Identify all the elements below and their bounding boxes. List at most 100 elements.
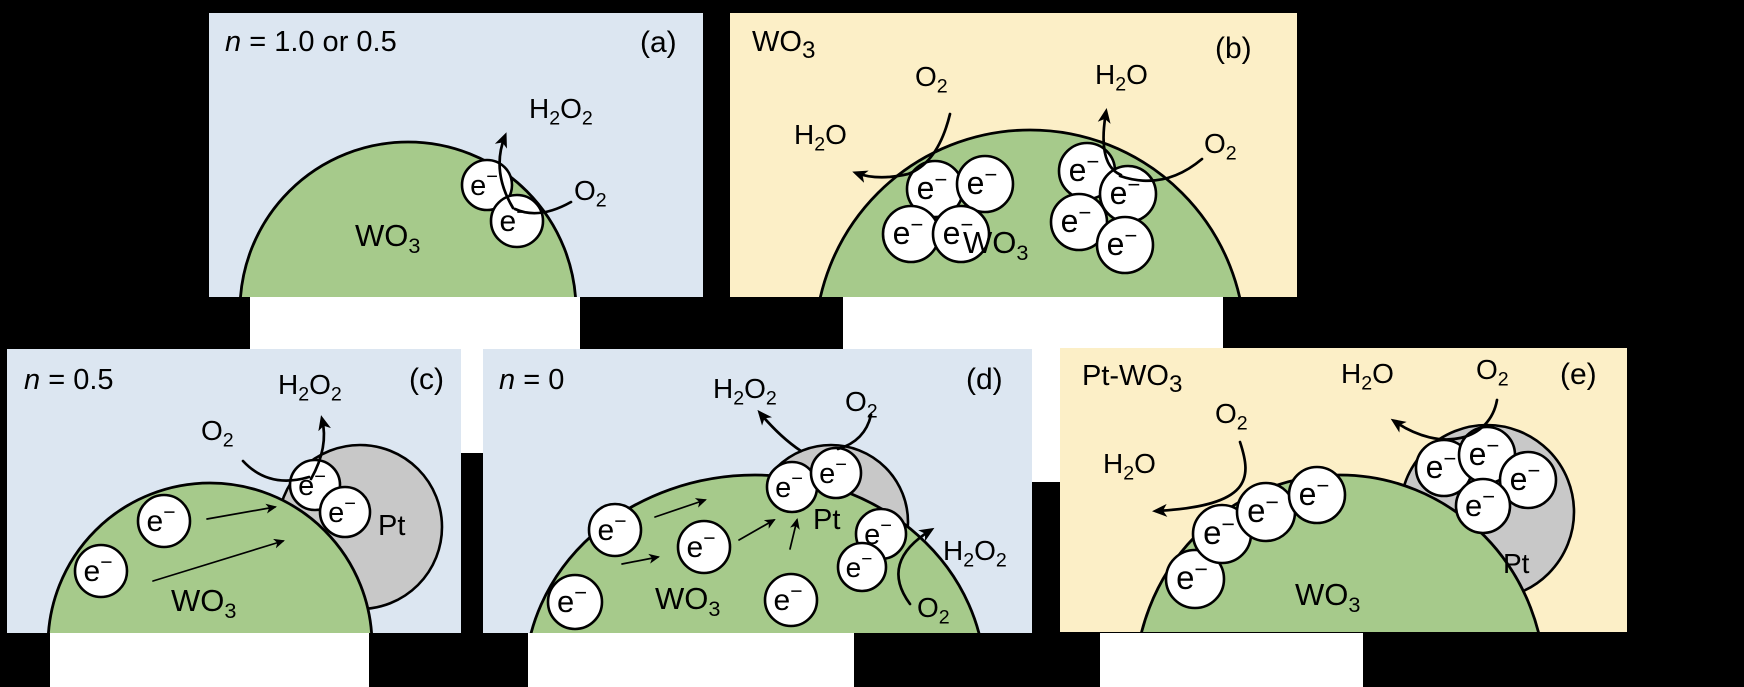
panel-a-tag: (a) [640, 26, 677, 59]
surface-to-h2o-right-arrow [1097, 108, 1123, 177]
o2-to-h2o2-right-arrow [897, 527, 935, 606]
wo3-label: WO3 [655, 581, 721, 622]
background-patch [50, 633, 369, 687]
electron: e− [881, 204, 941, 264]
electron-transfer-arrow [152, 538, 285, 582]
o2-left-label: O2 [1215, 398, 1248, 435]
electron: e− [1454, 477, 1512, 535]
wo3-label: WO3 [355, 218, 421, 259]
surface-to-h2o2-arrow [309, 415, 331, 481]
electron: e− [1235, 481, 1297, 543]
svg-text:e−: e− [598, 510, 627, 547]
svg-text:e−: e− [557, 580, 587, 619]
h2o2-top-label: H2O2 [713, 373, 777, 410]
background-patch [528, 633, 854, 687]
panel-c-title-variable: n [24, 364, 41, 396]
electron: e− [1095, 215, 1155, 275]
electron: e− [1498, 450, 1558, 510]
electron: e− [955, 154, 1015, 214]
h2o-right-label: H2O [1341, 358, 1394, 395]
wo3-label: WO3 [1295, 577, 1361, 618]
background-patch [1100, 633, 1363, 687]
h2o-left-label: H2O [1103, 448, 1156, 485]
o2-right-label: O2 [1476, 354, 1509, 391]
electron: e− [136, 493, 192, 549]
wo3-particle [819, 128, 1241, 297]
o2-to-surface-arrow [513, 200, 573, 215]
electron: e− [318, 485, 372, 539]
wo3-label: WO3 [171, 583, 237, 624]
electron: e− [460, 158, 514, 212]
o2-label: O2 [201, 415, 234, 452]
panel-b-diagram: e−e−e−e−e−e−e−e− [819, 108, 1241, 297]
o2-to-h2o-right-arrow [1390, 398, 1499, 441]
electron-transfer-arrow [206, 503, 277, 520]
panel-c-tag: (c) [409, 363, 444, 396]
panel-a-diagram: e−e− [239, 132, 577, 297]
svg-text:e−: e− [687, 527, 716, 564]
surface-to-h2o2-arrow [494, 132, 515, 210]
h2o2-label: H2O2 [529, 93, 593, 130]
o2-label: O2 [574, 175, 607, 212]
electron: e− [1098, 164, 1158, 224]
panel-d-title-variable: n [499, 364, 516, 396]
wo3-label: WO3 [963, 225, 1029, 266]
pt-to-h2o2-arrow [757, 409, 803, 453]
svg-text:e−: e− [943, 212, 974, 251]
panel-e-diagram: e−e−e−e−e−e−e−e− [1140, 398, 1576, 632]
electron: e− [836, 541, 888, 593]
panel-b-title-text: WO3 [752, 26, 816, 64]
panel-a-title: n = 1.0 or 0.5 [225, 26, 397, 59]
electron-transfer-arrow [654, 498, 707, 518]
svg-text:e−: e− [1426, 446, 1457, 485]
h2o-right-label: H2O [1095, 59, 1148, 96]
electron: e− [765, 460, 819, 514]
panel-c-title: n = 0.5 [24, 364, 114, 397]
background-patch [1032, 296, 1060, 482]
panel-c-title-text: = 0.5 [40, 364, 114, 396]
o2-to-surface-right-arrow [1118, 157, 1204, 183]
electron: e− [763, 572, 819, 628]
electron: e− [489, 193, 545, 249]
electron: e− [1287, 465, 1347, 525]
background-patch [461, 296, 483, 453]
pt-label: Pt [1503, 548, 1530, 579]
panel-a-title-variable: n [225, 26, 242, 58]
panel-c-diagram: e−e−e−e− [47, 415, 444, 633]
pt-label: Pt [813, 504, 841, 536]
o2-left-label: O2 [915, 61, 948, 98]
panel-d-tag: (d) [966, 363, 1003, 396]
panel-b-title: WO3 [752, 26, 815, 65]
panel-e-title-text: Pt-WO3 [1082, 360, 1183, 398]
o2-to-surface-arrow [241, 459, 311, 482]
panel-d-title-text: = 0 [515, 364, 565, 396]
background-patch [250, 296, 580, 350]
svg-text:e−: e− [917, 167, 948, 206]
h2o-left-label: H2O [794, 119, 847, 156]
electron-transfer-arrow [738, 519, 776, 541]
electron-transfer-arrow [789, 518, 800, 550]
electron: e− [931, 204, 991, 264]
svg-text:e−: e− [1176, 556, 1208, 596]
electron: e− [809, 446, 863, 500]
panel-d-diagram: e−e−e−e−e−e−e−e− [529, 409, 981, 633]
o2-right-label: O2 [917, 592, 950, 629]
o2-to-h2o-left-arrow [852, 112, 952, 183]
electron-transfer-arrow [621, 553, 660, 565]
h2o2-label: H2O2 [278, 369, 342, 406]
electron: e− [1164, 548, 1226, 610]
electron: e− [1191, 503, 1253, 565]
h2o2-right-label: H2O2 [943, 535, 1007, 572]
electron: e− [676, 519, 732, 575]
electron: e− [587, 502, 643, 558]
o2-to-h2o-left-arrow [1152, 440, 1247, 517]
o2-right-label: O2 [1204, 128, 1237, 165]
o2-to-pt-arrow [836, 413, 873, 451]
wo3-particle [47, 481, 373, 633]
electron: e− [905, 159, 965, 219]
